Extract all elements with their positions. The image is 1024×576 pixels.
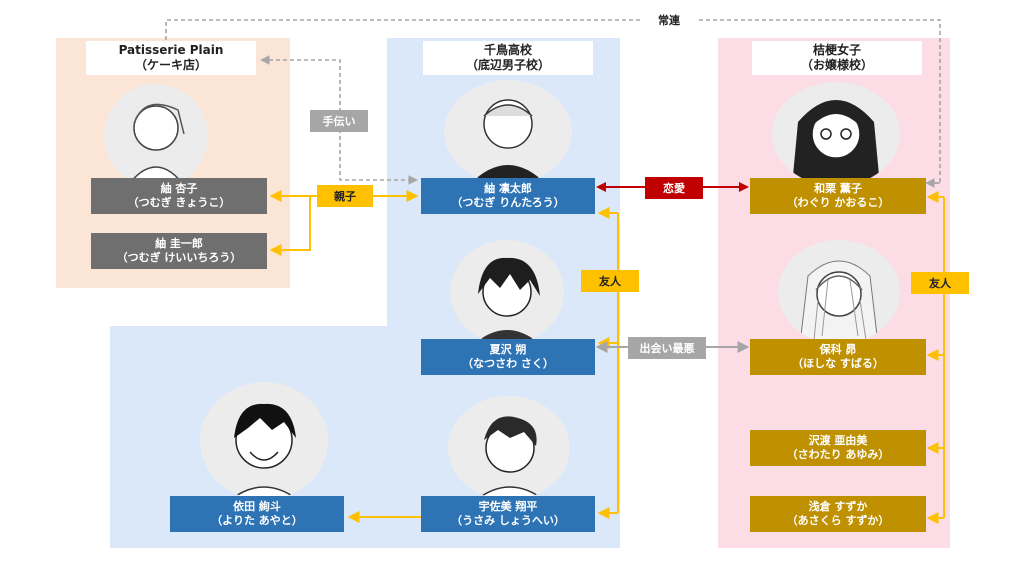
- person-reading: （さわたり あゆみ）: [786, 448, 890, 461]
- helper-line: [260, 55, 418, 185]
- helper-tag: 手伝い: [310, 110, 368, 132]
- person-portrait-icon: [792, 100, 880, 186]
- person-portrait-icon: [475, 416, 545, 500]
- person-portrait-icon: [125, 103, 187, 188]
- worst-meeting-tag: 出会い最悪: [628, 337, 706, 359]
- patisserie-header: Patisserie Plain （ケーキ店）: [86, 41, 256, 75]
- person-portrait-icon: [799, 260, 879, 344]
- patisserie-sub: （ケーキ店）: [134, 58, 207, 72]
- person-node-rintaro[interactable]: 紬 凛太郎 （つむぎ りんたろう）: [421, 178, 595, 214]
- person-name: 沢渡 亜由美: [808, 434, 868, 447]
- person-node-ayumi[interactable]: 沢渡 亜由美 （さわたり あゆみ）: [750, 430, 926, 466]
- person-reading: （ほしな すばる）: [792, 357, 884, 370]
- kikyo-sub: （お嬢様校）: [800, 58, 873, 72]
- person-portrait-icon: [229, 403, 299, 500]
- parent-child-tag: 親子: [317, 185, 373, 207]
- regular-tag: 常連: [640, 9, 698, 31]
- person-reading: （つむぎ けいいちろう）: [116, 251, 242, 264]
- person-node-saku[interactable]: 夏沢 朔 （なつさわ さく）: [421, 339, 595, 375]
- person-name: 依田 絢斗: [233, 500, 281, 513]
- person-reading: （つむぎ りんたろう）: [451, 196, 565, 209]
- person-name: 浅倉 すずか: [808, 500, 868, 513]
- person-name: 紬 圭一郎: [155, 237, 203, 250]
- patisserie-name: Patisserie Plain: [118, 43, 224, 57]
- shohei-avatar: [448, 396, 570, 500]
- ayato-avatar: [200, 382, 328, 500]
- parent-line-keiichiro: [269, 196, 311, 256]
- kyoko-avatar: [104, 84, 208, 188]
- person-reading: （うさみ しょうへい）: [451, 514, 565, 527]
- person-node-kyoko[interactable]: 紬 杏子 （つむぎ きょうこ）: [91, 178, 267, 214]
- friends-boys-tag: 友人: [581, 270, 639, 292]
- person-name: 夏沢 朔: [489, 343, 527, 356]
- person-node-suzuka[interactable]: 浅倉 すずか （あさくら すずか）: [750, 496, 926, 532]
- kikyo-header: 桔梗女子 （お嬢様校）: [752, 41, 922, 75]
- kikyo-name: 桔梗女子: [812, 43, 861, 57]
- person-reading: （よりた あやと）: [211, 514, 303, 527]
- person-reading: （わぐり かおるこ）: [786, 196, 890, 209]
- person-name: 紬 凛太郎: [484, 182, 532, 195]
- person-node-keiichiro[interactable]: 紬 圭一郎 （つむぎ けいいちろう）: [91, 233, 267, 269]
- person-node-ayato[interactable]: 依田 絢斗 （よりた あやと）: [170, 496, 344, 532]
- person-name: 保科 昴: [819, 343, 857, 356]
- friends-girls-tag: 友人: [911, 272, 969, 294]
- person-node-subaru[interactable]: 保科 昴 （ほしな すばる）: [750, 339, 926, 375]
- subaru-avatar: [778, 240, 900, 344]
- chidori-header: 千鳥高校 （底辺男子校）: [423, 41, 593, 75]
- saku-avatar: [450, 240, 564, 344]
- person-portrait-icon: [474, 257, 540, 344]
- person-node-kaoruko[interactable]: 和栗 薫子 （わぐり かおるこ）: [750, 178, 926, 214]
- person-reading: （なつさわ さく）: [462, 357, 554, 370]
- kaoruko-avatar: [772, 82, 900, 186]
- person-name: 紬 杏子: [160, 182, 198, 195]
- person-name: 宇佐美 翔平: [478, 500, 538, 513]
- rintaro-avatar: [444, 80, 572, 184]
- chidori-name: 千鳥高校: [483, 43, 532, 57]
- romance-tag: 恋愛: [645, 177, 703, 199]
- person-reading: （つむぎ きょうこ）: [127, 196, 231, 209]
- chidori-sub: （底辺男子校）: [465, 58, 550, 72]
- person-name: 和栗 薫子: [814, 182, 862, 195]
- person-reading: （あさくら すずか）: [786, 514, 890, 527]
- person-node-shohei[interactable]: 宇佐美 翔平 （うさみ しょうへい）: [421, 496, 595, 532]
- person-portrait-icon: [470, 99, 546, 184]
